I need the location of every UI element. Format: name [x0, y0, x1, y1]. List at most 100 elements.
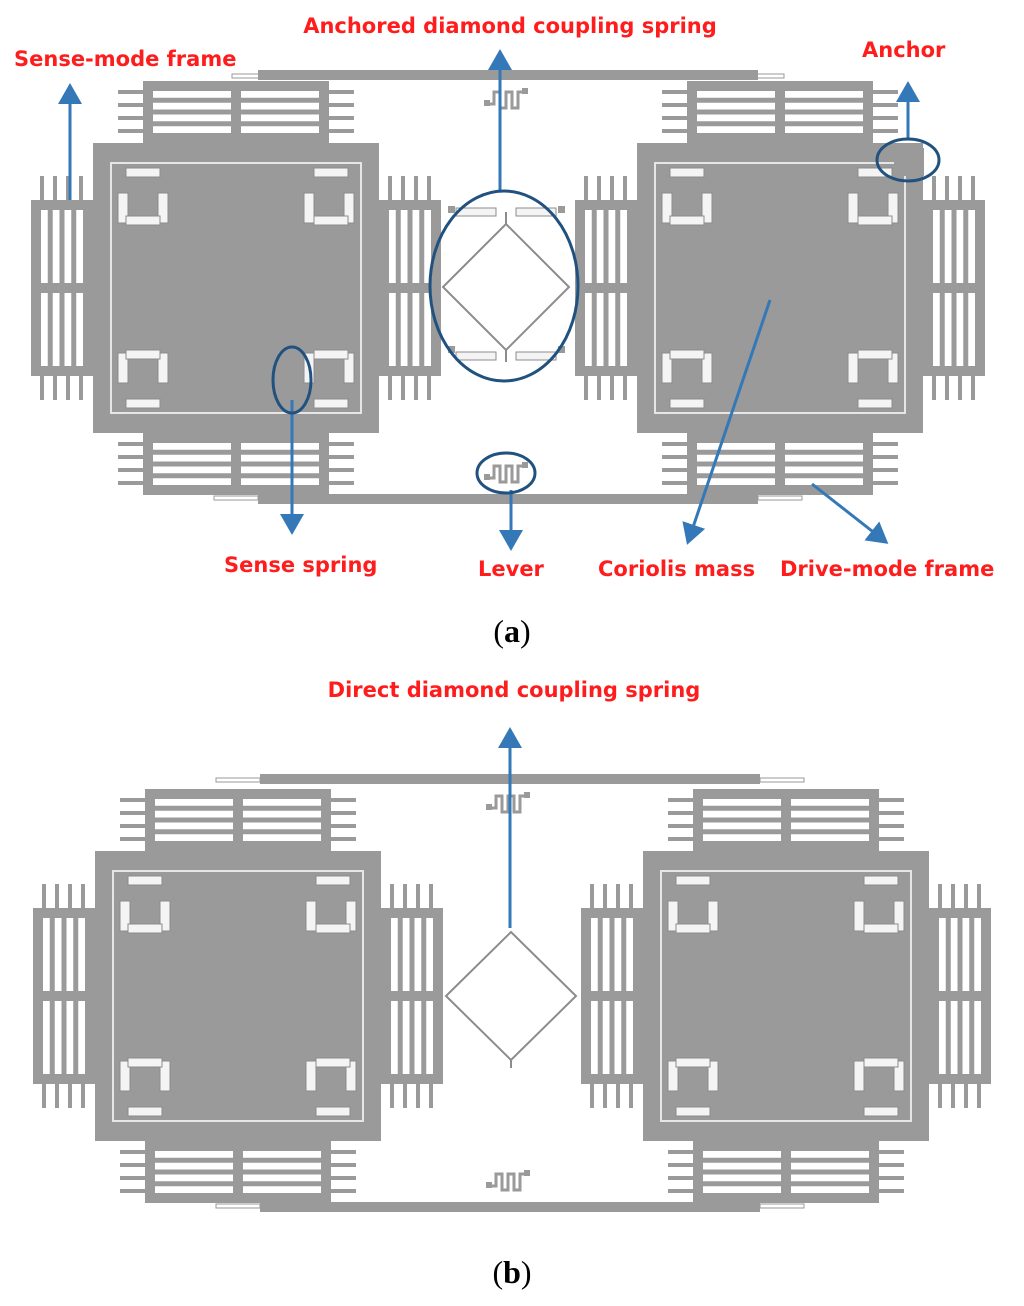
comb-slot: [243, 1151, 321, 1158]
anchor-pad: [558, 206, 565, 213]
comb-slot: [785, 114, 863, 122]
bottom-comb-drive: [145, 1141, 331, 1203]
stub-finger: [331, 1189, 356, 1193]
comb-slot: [153, 478, 231, 485]
right-comb-bottom-stubs: [388, 376, 431, 400]
sense-spring: [313, 398, 349, 409]
anchor-spring: [515, 207, 557, 217]
sense-spring: [661, 352, 673, 384]
stub-finger: [616, 884, 620, 908]
comb-frame-body: [143, 81, 329, 143]
top-comb-drive: [143, 81, 329, 143]
stub-finger: [938, 1084, 942, 1108]
beam-end: [213, 495, 259, 501]
stub-finger: [120, 1150, 145, 1154]
bottom-comb-right-stubs: [329, 442, 354, 485]
anchor-spring: [455, 351, 497, 361]
sense-spring: [847, 192, 859, 224]
stub-finger: [662, 90, 687, 94]
stub-finger: [873, 103, 898, 107]
sense-spring: [127, 923, 163, 934]
comb-slot: [78, 918, 85, 991]
left-comb-bottom-stubs: [590, 1084, 633, 1108]
comb-frame-body: [687, 81, 873, 143]
lever-label: Lever: [478, 557, 545, 581]
comb-slot: [155, 1174, 233, 1182]
stub-finger: [118, 455, 143, 459]
sense-spring: [315, 1057, 351, 1068]
stub-finger: [662, 442, 687, 446]
sense-spring: [117, 352, 129, 384]
comb-slot: [791, 834, 869, 841]
left-comb-bottom-stubs: [584, 376, 627, 400]
comb-slot: [153, 466, 231, 474]
stub-finger: [662, 481, 687, 485]
comb-slot: [703, 810, 781, 818]
sense-spring: [675, 1057, 711, 1068]
stub-finger: [879, 798, 904, 802]
stub-finger: [977, 884, 981, 908]
sense-spring: [853, 1060, 865, 1092]
comb-frame-body: [693, 1141, 879, 1203]
stub-finger: [42, 1084, 46, 1108]
comb-slot: [703, 1162, 781, 1170]
sense-spring: [863, 1057, 899, 1068]
panel-b-direct-design: Direct diamond coupling spring (b): [33, 678, 991, 1290]
stub-finger: [668, 1176, 693, 1180]
stub-finger: [429, 884, 433, 908]
comb-slot: [241, 443, 319, 450]
panel-b-mems-layout: [33, 774, 991, 1212]
sense-spring: [669, 349, 705, 360]
bottom-comb-left-stubs: [668, 1150, 693, 1193]
top-comb-left-stubs: [668, 798, 693, 841]
lever-pad: [484, 100, 490, 106]
comb-slot: [697, 454, 775, 462]
comb-slot: [391, 918, 398, 991]
comb-slot: [76, 293, 83, 366]
right-comb-top-stubs: [932, 176, 975, 200]
stub-finger: [668, 824, 693, 828]
comb-slot: [939, 918, 946, 991]
stub-finger: [329, 481, 354, 485]
diamond-outline: [441, 222, 571, 352]
stub-finger: [629, 1084, 633, 1108]
sense-spring: [887, 192, 899, 224]
comb-slot: [791, 1174, 869, 1182]
stub-finger: [932, 176, 936, 200]
stub-finger: [81, 1084, 85, 1108]
stub-finger: [390, 1084, 394, 1108]
comb-slot: [54, 918, 62, 991]
comb-frame-body: [33, 908, 95, 1084]
comb-slot: [933, 293, 940, 366]
stub-finger: [118, 129, 143, 133]
comb-slot: [974, 1001, 981, 1074]
sense-spring: [675, 1106, 711, 1117]
sense-spring: [669, 215, 705, 226]
beam-end: [215, 1203, 261, 1209]
left-comb-drive: [31, 200, 93, 376]
panel-a-anchored-design: Anchored diamond coupling spring Sense-m…: [14, 14, 994, 649]
comb-slot: [426, 1001, 433, 1074]
top-comb-drive: [687, 81, 873, 143]
direct-diamond-spring: [444, 930, 578, 1068]
comb-slot: [697, 126, 775, 133]
stub-finger: [873, 455, 898, 459]
sense-spring: [315, 875, 351, 886]
stub-finger: [668, 798, 693, 802]
comb-slot: [389, 210, 396, 283]
stub-finger: [879, 824, 904, 828]
sense-spring: [893, 1060, 905, 1092]
top-comb-left-stubs: [120, 798, 145, 841]
panel-a-annotation-arrows: [58, 49, 920, 551]
sense-spring: [857, 167, 893, 178]
sense-spring: [303, 192, 315, 224]
comb-slot: [414, 1001, 422, 1074]
stub-finger: [873, 481, 898, 485]
stub-finger: [873, 90, 898, 94]
sense-spring: [707, 900, 719, 932]
stub-finger: [120, 798, 145, 802]
drive-frame-arrow: [811, 482, 889, 544]
stub-finger: [118, 442, 143, 446]
comb-slot: [241, 102, 319, 110]
sense-spring: [675, 923, 711, 934]
